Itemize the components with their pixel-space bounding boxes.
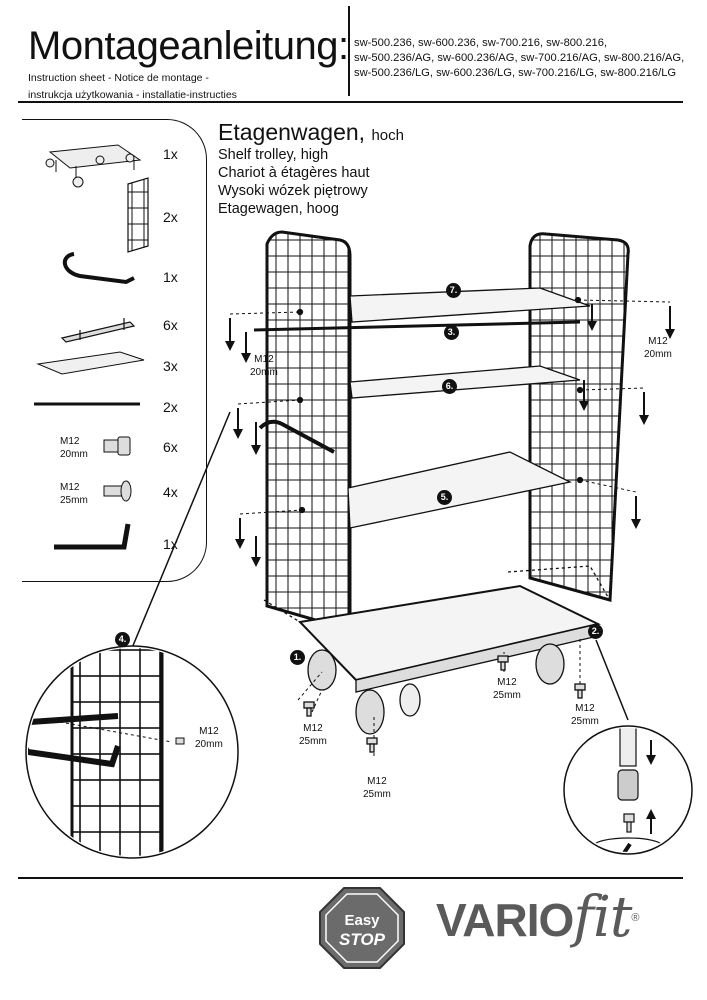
step-number: 7. [446,283,461,298]
header-divider [348,6,350,96]
qty-cross-bar: 2x [163,399,178,415]
screw-m12-25-icon [103,480,132,502]
qty-allen-key: 1x [163,536,178,552]
qty-screw-m12-25: 4x [163,484,178,500]
step-number: 4. [115,632,130,647]
product-title-main: Etagenwagen, [218,119,366,145]
product-title-suffix: hoch [371,127,404,144]
subtitle-line-2: instrukcja użytkowania - installatie-ins… [28,89,237,101]
trolley-base-icon [45,144,142,188]
qty-shelf-board: 3x [163,358,178,374]
qty-handle: 1x [163,269,178,285]
product-translation: Etagewagen, hoog [218,201,339,217]
easy-stop-top-text: Easy [344,912,380,929]
brand-fit: fit [573,885,632,950]
qty-trolley-base: 1x [163,146,178,162]
handle-detail-view [25,411,239,859]
castor-detail-view [563,639,693,855]
brand-main: VARIO [436,894,574,946]
model-line: sw-500.236/AG, sw-600.236/AG, sw-700.216… [354,52,685,64]
easy-stop-bottom-text: STOP [339,930,385,949]
step-number: 5. [437,490,452,505]
qty-screw-m12-20: 6x [163,439,178,455]
screw-m12-20-icon [103,436,131,456]
footer-rule [18,877,683,879]
product-title: Etagenwagen, hoch [218,118,404,150]
push-handle-icon [63,252,135,285]
variofit-logo: VARIOfit® [436,885,640,950]
allen-key-icon [54,523,131,550]
product-translation: Shelf trolley, high [218,147,329,163]
easy-stop-badge-shape [319,887,405,969]
model-line: sw-500.236, sw-600.236, sw-700.216, sw-8… [354,37,608,49]
shelf-bracket-icon [60,318,136,343]
easy-stop-logo: Easy STOP [321,888,403,968]
step-number: 3. [444,325,459,340]
mesh-side-panel-icon [127,177,149,253]
step-number: 2. [588,624,603,639]
model-line: sw-500.236/LG, sw-600.236/LG, sw-700.216… [354,67,677,79]
product-translation: Wysoki wózek piętrowy [218,183,368,199]
subtitle-line-1: Instruction sheet - Notice de montage - [28,72,209,84]
qty-shelf-bracket: 6x [163,317,178,333]
brand-registered: ® [631,912,639,924]
step-number: 6. [442,379,457,394]
header-rule [18,101,683,103]
parts-list-panel [22,119,207,582]
qty-mesh-panel: 2x [163,209,178,225]
document-title: Montageanleitung: [28,24,349,68]
model-list: sw-500.236, sw-600.236, sw-700.216, sw-8… [354,36,704,81]
step-number: 1. [290,650,305,665]
product-translation: Chariot à étagères haut [218,165,370,181]
shelf-trolley-drawing [225,230,675,756]
shelf-board-icon [36,351,145,375]
